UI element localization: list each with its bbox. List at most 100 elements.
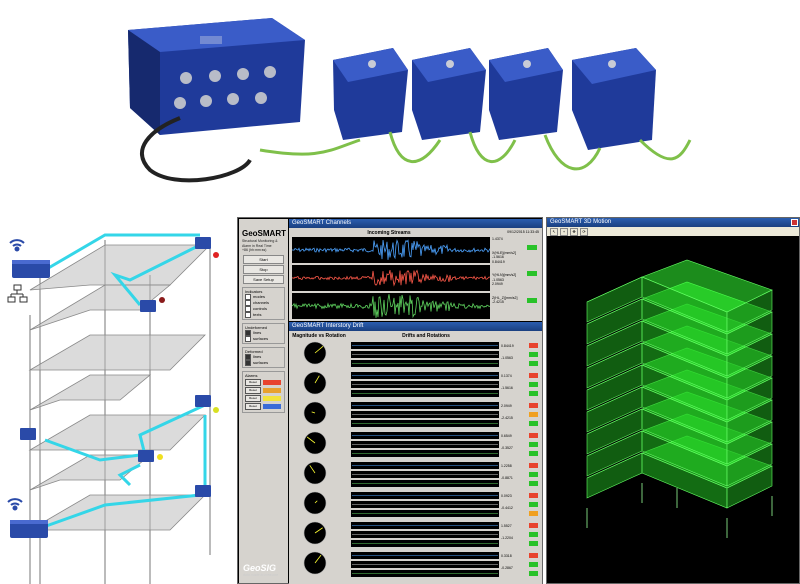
streams-plot [292, 237, 490, 319]
drift-value: -0.2867 [501, 566, 513, 570]
streams-window-title: GeoSMART Channels [289, 219, 542, 228]
alarm-indicator [263, 395, 281, 401]
alarm-indicator [263, 379, 281, 385]
motion-window-title: GeoSMART 3D Motion [547, 218, 799, 227]
alarm-reset-button[interactable]: Reset [245, 386, 261, 394]
drift-value: 2.0949 [501, 404, 512, 408]
drift-plots: 0.84419-1.05630.1374-1.56162.0949-2.4215… [303, 341, 538, 577]
stream-label: Z(HL_Z)[mm/s2] [492, 295, 518, 300]
drift-status-led [529, 403, 538, 408]
save-setup-button[interactable]: Save Setup [243, 274, 284, 284]
interstory-drift-window: GeoSMART Interstory Drift Magnitude vs R… [289, 322, 542, 584]
undeformed-group: Undeformed lines surfaces [242, 322, 285, 344]
undeformed-surfaces-checkbox[interactable]: surfaces [245, 335, 282, 342]
drift-value: 0.6549 [501, 434, 512, 438]
drift-status-led [529, 463, 538, 468]
channels-checkbox[interactable]: channels [245, 299, 282, 306]
dial-needle [314, 375, 320, 384]
deformed-group: Deformed lines surfaces [242, 346, 285, 368]
alarm-reset-button[interactable]: Reset [245, 394, 261, 402]
stream-top-value: 1.4374 [492, 237, 503, 241]
pan-tool-icon[interactable]: ✥ [570, 228, 578, 236]
stream-top-value: 2.0949 [492, 282, 503, 286]
zoom-tool-icon[interactable]: + [560, 228, 568, 236]
drift-value: 1.5527 [501, 524, 512, 528]
texts-checkbox[interactable]: texts [245, 311, 282, 318]
control-sidebar: GeoSMART Structural Monitoring &Alarm in… [239, 219, 288, 583]
drift-value: 1.2258 [501, 464, 512, 468]
app-subtitle: Structural Monitoring &Alarm in Real Tim… [242, 239, 278, 252]
drift-status-led [529, 523, 538, 528]
drift-status-led [529, 541, 538, 546]
drift-value: 0.0923 [501, 494, 512, 498]
incoming-streams-window: GeoSMART Channels Incoming Streams 09/12… [289, 219, 542, 321]
drift-status-led [529, 532, 538, 537]
alarm-indicator [263, 403, 281, 409]
drift-status-led [529, 343, 538, 348]
drift-status-led [529, 442, 538, 447]
start-button[interactable]: Start [243, 254, 284, 264]
stream-label: X(HLE)[mm/s2] [492, 250, 516, 255]
geosmart-app-window: GeoSMART Structural Monitoring &Alarm in… [237, 217, 543, 584]
alarm-reset-button[interactable]: Reset [245, 378, 261, 386]
hardware-photo [128, 18, 692, 183]
drift-status-led [529, 553, 538, 558]
rotate-tool-icon[interactable]: ⟳ [580, 228, 588, 236]
stream-mid-value: -1.0563 [492, 277, 504, 282]
drift-status-led [529, 373, 538, 378]
drift-value: -0.4412 [501, 506, 513, 510]
indicators-group: Indicators modes channels controls texts [242, 286, 285, 320]
3d-motion-window: GeoSMART 3D Motion ↖ + ✥ ⟳ [546, 217, 800, 584]
drift-status-led [529, 481, 538, 486]
stream-mid-value: -1.5616 [492, 255, 504, 259]
drift-value: 0.3318 [501, 554, 512, 558]
drift-status-led [529, 421, 538, 426]
drift-status-led [529, 502, 538, 507]
drift-status-led [529, 361, 538, 366]
drift-status-led [529, 391, 538, 396]
drift-value: -0.8871 [501, 476, 513, 480]
controls-checkbox[interactable]: controls [245, 305, 282, 312]
drift-value: -2.4215 [501, 416, 513, 420]
alarm-reset-button[interactable]: Reset [245, 402, 261, 410]
sensor-device [412, 48, 486, 140]
deformed-lines-checkbox[interactable]: lines [245, 353, 282, 360]
stream-status-led [527, 298, 537, 303]
drift-status-led [529, 382, 538, 387]
dial-needle [314, 527, 323, 534]
sensor-icon [195, 485, 211, 497]
close-button[interactable] [791, 219, 798, 226]
drift-value: 0.1374 [501, 374, 512, 378]
stream-status-led [527, 245, 537, 250]
wifi-icon [9, 239, 25, 252]
floor-slab [586, 259, 773, 313]
drift-status-led [529, 511, 538, 516]
modes-checkbox[interactable]: modes [245, 293, 282, 300]
drift-value: -1.0563 [501, 356, 513, 360]
network-icon [7, 284, 28, 303]
stream-label: Y(HLN)[mm/s2] [492, 273, 517, 277]
drift-status-led [529, 562, 538, 567]
drift-status-led [529, 352, 538, 357]
drift-value: -1.5616 [501, 386, 513, 390]
drift-status-led [529, 433, 538, 438]
stream-timestamp: 09/12/2015 11:33:45 [507, 230, 539, 234]
recorder-device [128, 18, 305, 135]
drift-value: -1.2204 [501, 536, 513, 540]
building-network-diagram [7, 233, 219, 584]
drift-window-title: GeoSMART Interstory Drift [289, 322, 542, 331]
drift-value: -0.3527 [501, 446, 513, 450]
pointer-tool-icon[interactable]: ↖ [550, 228, 558, 236]
undeformed-lines-checkbox[interactable]: lines [245, 329, 282, 336]
dial-needle [314, 345, 324, 354]
motion-toolbar: ↖ + ✥ ⟳ [547, 227, 799, 236]
drift-status-led [529, 412, 538, 417]
stream-status-led [527, 271, 537, 276]
deformed-surfaces-checkbox[interactable]: surfaces [245, 359, 282, 366]
stream-top-value: 0.84419 [492, 259, 505, 264]
dial-needle [314, 500, 318, 504]
drift-status-led [529, 472, 538, 477]
stop-button[interactable]: Stop [243, 264, 284, 274]
incoming-streams-title: Incoming Streams [367, 230, 411, 236]
